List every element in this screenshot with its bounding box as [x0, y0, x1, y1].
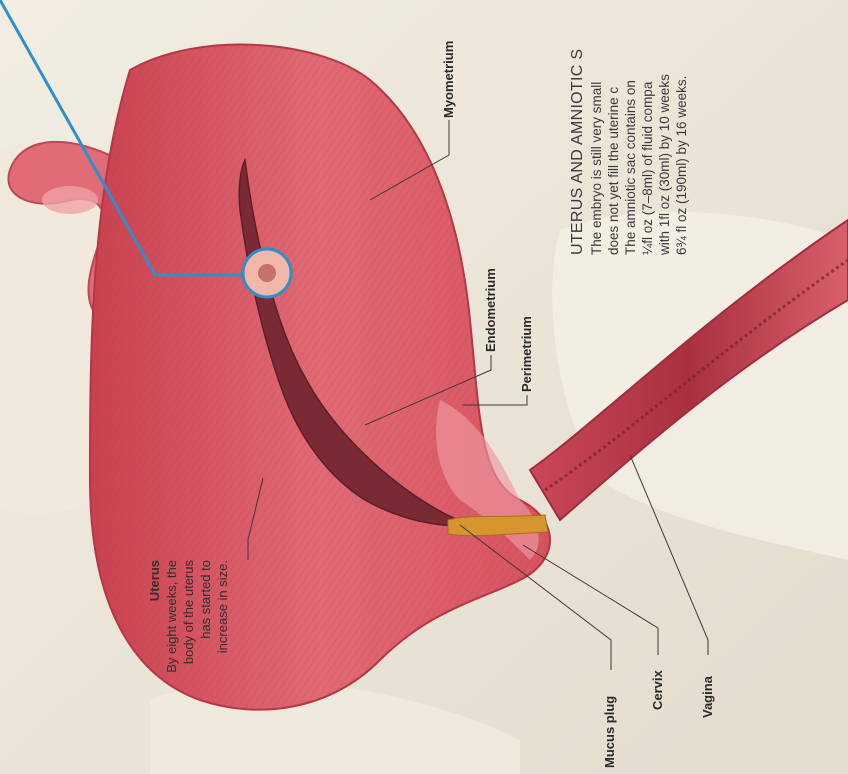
uterus-note: Uterus By eight weeks, the body of the u…: [146, 560, 231, 700]
uterus-note-line-1: By eight weeks, the: [163, 560, 180, 700]
label-endometrium: Endometrium: [483, 268, 499, 352]
sidebar-line-1: The embryo is still very small: [588, 49, 605, 255]
uterus-note-heading: Uterus: [146, 560, 163, 700]
sidebar-line-5: with 1fl oz (30ml) by 10 weeks: [656, 49, 673, 255]
mucus-plug: [448, 515, 548, 536]
label-perimetrium: Perimetrium: [519, 316, 535, 392]
sidebar-line-2: does not yet fill the uterine c: [605, 49, 622, 255]
sidebar-text: UTERUS AND AMNIOTIC S The embryo is stil…: [568, 49, 690, 255]
label-myometrium: Myometrium: [441, 41, 457, 118]
sidebar-heading: UTERUS AND AMNIOTIC S: [568, 49, 588, 255]
uterus-note-line-2: body of the uterus: [180, 560, 197, 700]
label-mucus-plug: Mucus plug: [602, 696, 618, 768]
sidebar-line-6: 6¾ fl oz (190ml) by 16 weeks.: [673, 49, 690, 255]
ovary: [42, 186, 98, 214]
uterus-note-line-3: has started to: [197, 560, 214, 700]
embryo: [258, 264, 276, 282]
uterus-note-line-4: increase in size.: [214, 560, 231, 700]
sidebar-line-3: The amniotic sac contains on: [622, 49, 639, 255]
label-cervix: Cervix: [650, 670, 666, 710]
label-vagina: Vagina: [700, 676, 716, 718]
sidebar-line-4: ¼fl oz (7–8ml) of fluid compa: [639, 49, 656, 255]
